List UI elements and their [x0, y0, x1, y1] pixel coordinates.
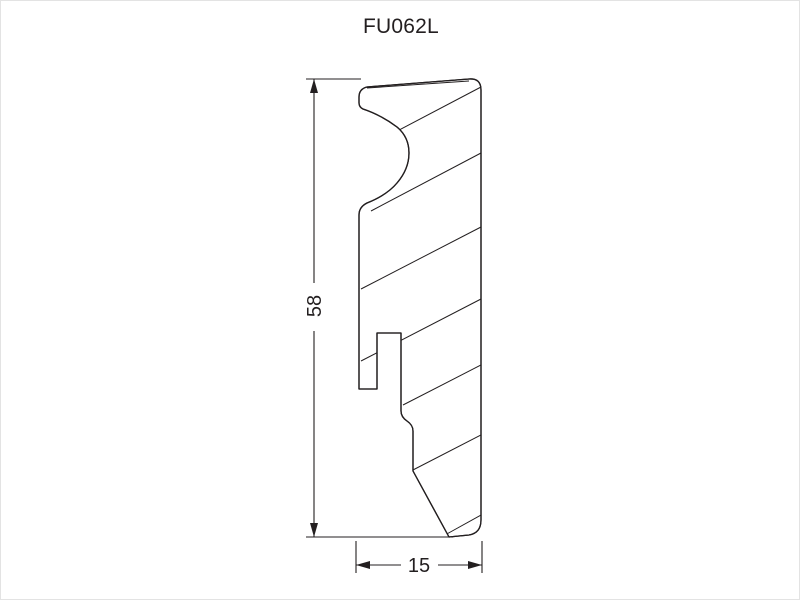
- profile-outline: [358, 78, 482, 538]
- hatch-line: [410, 434, 481, 472]
- height-dimension-extension-lines: [306, 78, 453, 538]
- profile-outline-stroke: [358, 78, 482, 538]
- hatch-line: [360, 226, 481, 290]
- width-dimension-line: [356, 561, 482, 569]
- width-dimension-label: 15: [408, 555, 430, 577]
- hatch-line: [402, 364, 481, 406]
- page-title: FU062L: [363, 15, 439, 38]
- profile-top-edge-line: [366, 80, 470, 89]
- height-dimension-label: 58: [304, 295, 326, 317]
- hatch-line: [444, 514, 481, 536]
- width-dimension-extension-lines: [355, 541, 483, 573]
- hatch-line: [370, 152, 481, 212]
- height-dimension-line: [310, 79, 318, 537]
